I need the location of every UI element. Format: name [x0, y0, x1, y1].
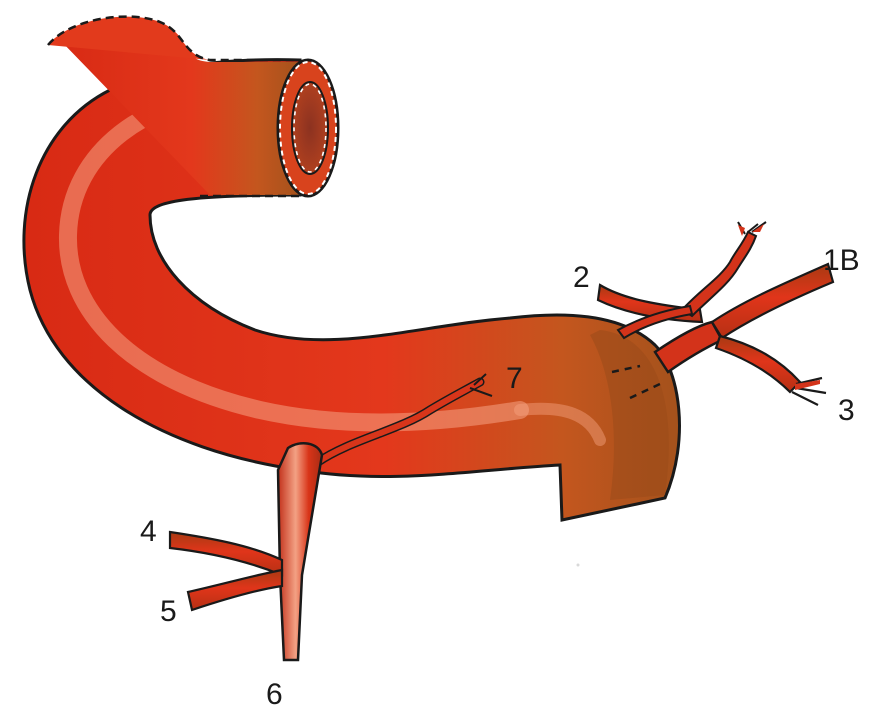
label-5: 5 [160, 597, 177, 627]
label-1b: 1B [823, 246, 860, 276]
vessel-4-branch [170, 532, 282, 575]
speck [577, 564, 580, 567]
descending-trunk [170, 443, 322, 660]
label-2: 2 [573, 263, 590, 293]
label-6: 6 [266, 680, 283, 710]
vessel-3-branch [716, 336, 800, 392]
label-7: 7 [506, 364, 523, 394]
label-4: 4 [140, 517, 157, 547]
vessel-5-branch [188, 570, 282, 610]
label-3: 3 [838, 396, 855, 426]
